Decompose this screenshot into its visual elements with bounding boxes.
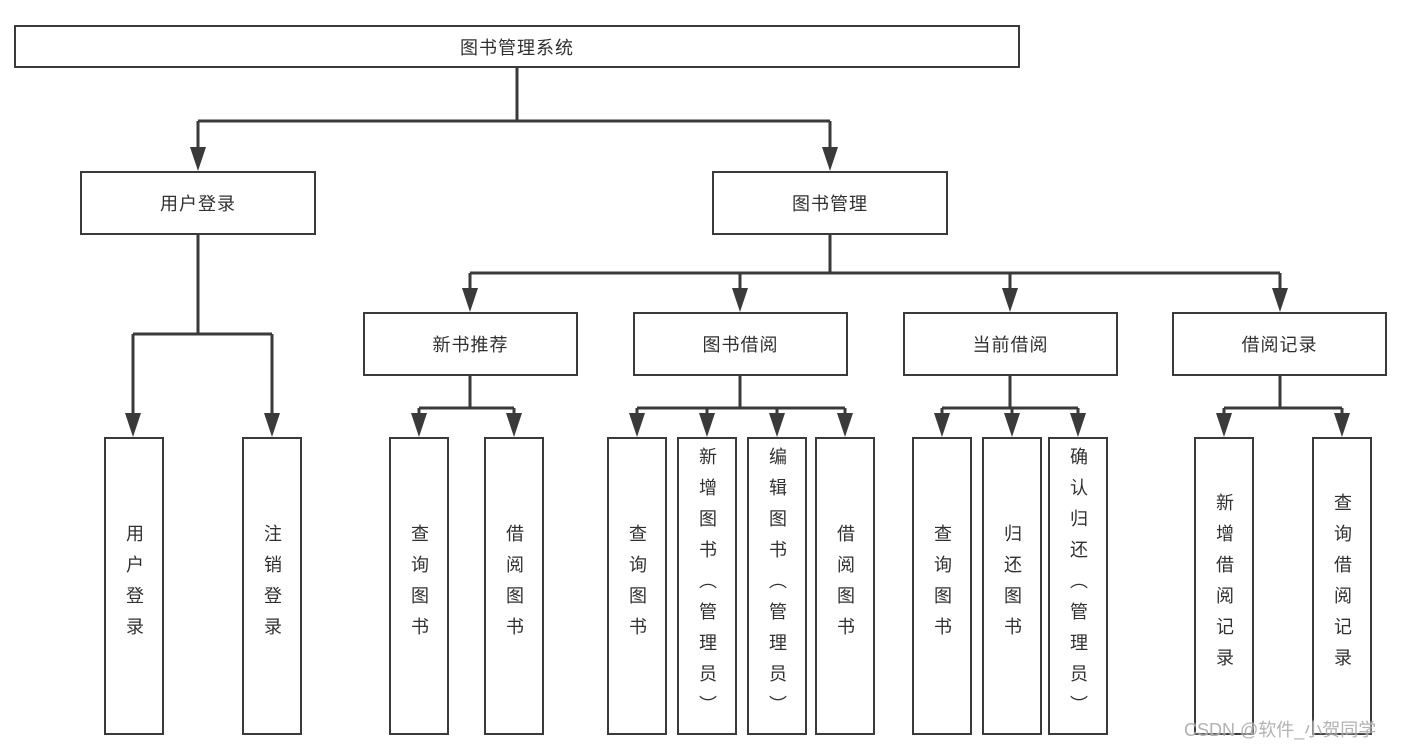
node-borrow-records: 借阅记录: [1172, 312, 1387, 376]
leaf-records-query-record-label: 查询借阅记录: [1332, 493, 1352, 679]
node-borrow-records-label: 借阅记录: [1241, 335, 1318, 355]
leaf-newbooks-query-books: 查询图书: [389, 437, 449, 735]
leaf-borrowing-borrow-books: 借阅图书: [815, 437, 875, 735]
leaf-current-return-books-label: 归还图书: [1002, 524, 1022, 648]
leaf-borrowing-add-books-admin: 新增图书（管理员）: [677, 437, 737, 735]
node-new-book-recommend-label: 新书推荐: [432, 335, 509, 355]
leaf-records-add-record-label: 新增借阅记录: [1214, 493, 1234, 679]
leaf-newbooks-query-books-label: 查询图书: [409, 524, 429, 648]
leaf-newbooks-borrow-books-label: 借阅图书: [504, 524, 524, 648]
arrowheads: [125, 147, 1350, 437]
leaf-borrowing-query-books: 查询图书: [607, 437, 667, 735]
leaf-borrowing-borrow-books-label: 借阅图书: [835, 524, 855, 648]
node-book-borrowing: 图书借阅: [633, 312, 848, 376]
node-current-borrowing-label: 当前借阅: [972, 335, 1049, 355]
node-book-borrowing-label: 图书借阅: [702, 335, 779, 355]
leaf-current-return-books: 归还图书: [982, 437, 1042, 735]
node-new-book-recommend: 新书推荐: [363, 312, 578, 376]
leaf-current-confirm-return-admin-label: 确认归还（管理员）: [1068, 446, 1088, 726]
csdn-watermark: CSDN @软件_小贺同学: [1184, 720, 1377, 740]
leaf-current-query-books-label: 查询图书: [932, 524, 952, 648]
node-user-login: 用户登录: [80, 171, 316, 235]
leaf-newbooks-borrow-books: 借阅图书: [484, 437, 544, 735]
leaf-user-login-label: 用户登录: [124, 524, 144, 648]
leaf-current-confirm-return-admin: 确认归还（管理员）: [1048, 437, 1108, 735]
node-user-login-label: 用户登录: [160, 194, 236, 214]
leaf-logout: 注销登录: [242, 437, 302, 735]
leaf-borrowing-query-books-label: 查询图书: [627, 524, 647, 648]
leaf-records-add-record: 新增借阅记录: [1194, 437, 1254, 735]
node-root-system: 图书管理系统: [14, 25, 1020, 68]
leaf-records-query-record: 查询借阅记录: [1312, 437, 1372, 735]
leaf-borrowing-add-books-admin-label: 新增图书（管理员）: [697, 446, 717, 726]
node-book-management-label: 图书管理: [792, 194, 868, 214]
leaf-user-login: 用户登录: [104, 437, 164, 735]
leaf-borrowing-edit-books-admin-label: 编辑图书（管理员）: [767, 446, 787, 726]
node-current-borrowing: 当前借阅: [903, 312, 1118, 376]
node-book-management: 图书管理: [712, 171, 948, 235]
leaf-current-query-books: 查询图书: [912, 437, 972, 735]
leaf-borrowing-edit-books-admin: 编辑图书（管理员）: [747, 437, 807, 735]
leaf-logout-label: 注销登录: [262, 524, 282, 648]
node-root-system-label: 图书管理系统: [460, 37, 574, 58]
